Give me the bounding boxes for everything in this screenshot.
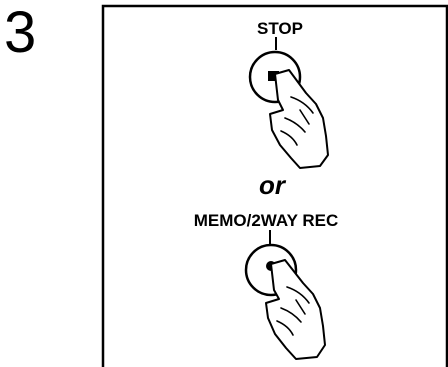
stop-label: STOP: [257, 19, 303, 38]
panel-border: [101, 4, 448, 367]
pressing-hand-icon: [269, 69, 329, 169]
stop-square-icon: [268, 71, 279, 81]
pressing-hand-icon: [265, 259, 326, 360]
or-connector: or: [259, 170, 287, 200]
memo-2way-rec-label: MEMO/2WAY REC: [194, 211, 339, 230]
step-number: 3: [4, 0, 37, 65]
